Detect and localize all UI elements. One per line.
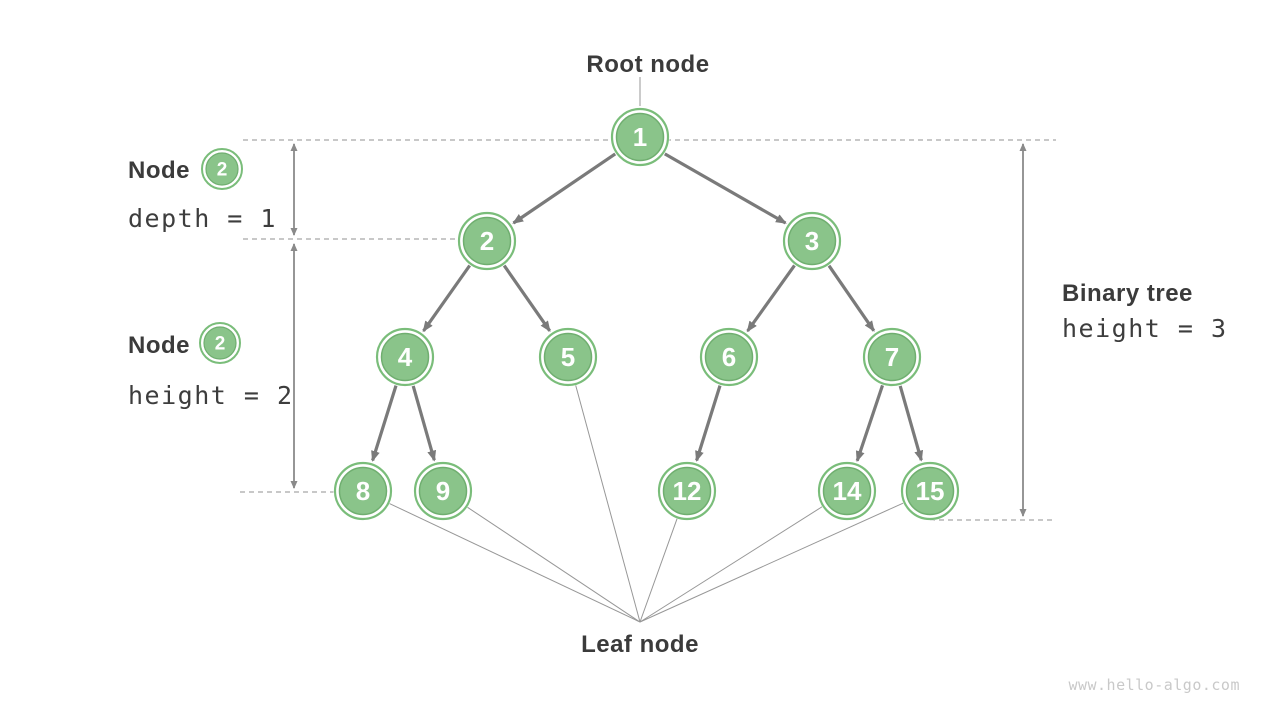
node-value: 6 — [722, 342, 736, 372]
badge-value: 2 — [215, 334, 226, 355]
leaf-pointer-line-12 — [639, 518, 678, 623]
edge-4-8 — [371, 385, 398, 462]
node-value: 2 — [480, 226, 494, 256]
node-outer-ring — [657, 461, 717, 521]
tree-node-4: 4 — [375, 327, 435, 387]
node-outer-ring — [862, 327, 922, 387]
node-disc — [462, 216, 512, 266]
node-outer-ring — [900, 461, 960, 521]
tree-node-14: 14 — [817, 461, 877, 521]
annotation-title: Binary tree — [1062, 280, 1193, 307]
badge-disc — [205, 152, 239, 186]
node-disc — [704, 332, 754, 382]
tree-node-7: 7 — [862, 327, 922, 387]
leaf-pointer-line-8 — [388, 502, 641, 623]
edge-3-7 — [827, 264, 876, 332]
leaf-pointer-line-15 — [639, 502, 904, 623]
tree-height-value-text: height = 3 — [1062, 314, 1228, 343]
node-value: 7 — [885, 342, 899, 372]
node-value: 14 — [833, 476, 862, 506]
watermark-text: www.hello-algo.com — [1068, 676, 1240, 694]
annotation-title: Node — [128, 157, 190, 184]
node-outer-ring — [699, 327, 759, 387]
edge-6-12 — [695, 385, 722, 462]
node-value: 4 — [398, 342, 413, 372]
tree-node-2: 2 — [457, 211, 517, 271]
node-disc — [787, 216, 837, 266]
root-node-label: Root node — [586, 51, 709, 78]
height-value-text: height = 2 — [128, 381, 294, 410]
badge-disc — [203, 326, 237, 360]
annotation-node-depth: Node 2 depth = 1 — [128, 148, 277, 233]
node-value: 9 — [436, 476, 450, 506]
tree-node-5: 5 — [538, 327, 598, 387]
edge-3-6 — [746, 264, 796, 333]
node-outer-ring — [375, 327, 435, 387]
node-badge: 2 — [201, 148, 243, 190]
edge-1-3 — [664, 152, 787, 225]
node-disc — [338, 466, 388, 516]
edge-2-4 — [422, 264, 472, 333]
node-value: 5 — [561, 342, 575, 372]
leaf-pointer-line-5 — [575, 384, 641, 623]
node-disc — [615, 112, 665, 162]
badge-outer-ring — [201, 148, 243, 190]
annotation-tree-height: Binary tree height = 3 — [1062, 280, 1228, 343]
badge-value: 2 — [217, 160, 228, 181]
node-disc — [380, 332, 430, 382]
node-outer-ring — [457, 211, 517, 271]
node-outer-ring — [817, 461, 877, 521]
node-outer-ring — [413, 461, 473, 521]
leaf-node-label: Leaf node — [581, 631, 699, 658]
badge-outer-ring — [199, 322, 241, 364]
node-disc — [418, 466, 468, 516]
node-value: 15 — [916, 476, 945, 506]
node-disc — [905, 466, 955, 516]
node-value: 8 — [356, 476, 370, 506]
tree-node-6: 6 — [699, 327, 759, 387]
node-outer-ring — [333, 461, 393, 521]
node-value: 3 — [805, 226, 819, 256]
tree-node-3: 3 — [782, 211, 842, 271]
node-outer-ring — [538, 327, 598, 387]
node-disc — [867, 332, 917, 382]
depth-value-text: depth = 1 — [128, 204, 277, 233]
node-badge: 2 — [199, 322, 241, 364]
edge-1-2 — [512, 152, 617, 225]
node-disc — [662, 466, 712, 516]
tree-node-15: 15 — [900, 461, 960, 521]
tree-node-9: 9 — [413, 461, 473, 521]
node-value: 12 — [673, 476, 702, 506]
leaf-pointer-line-9 — [466, 506, 641, 623]
node-outer-ring — [610, 107, 670, 167]
node-disc — [543, 332, 593, 382]
edge-2-5 — [502, 264, 552, 333]
tree-node-8: 8 — [333, 461, 393, 521]
tree-node-1: 1 — [610, 107, 670, 167]
node-outer-ring — [782, 211, 842, 271]
edge-4-9 — [411, 385, 437, 462]
annotation-title: Node — [128, 332, 190, 359]
annotation-node-height: Node 2 height = 2 — [128, 322, 294, 410]
leaf-pointer-line-14 — [639, 506, 823, 623]
edge-7-14 — [855, 384, 885, 463]
node-value: 1 — [633, 122, 647, 152]
node-disc — [822, 466, 872, 516]
tree-node-12: 12 — [657, 461, 717, 521]
edge-7-15 — [898, 385, 924, 462]
